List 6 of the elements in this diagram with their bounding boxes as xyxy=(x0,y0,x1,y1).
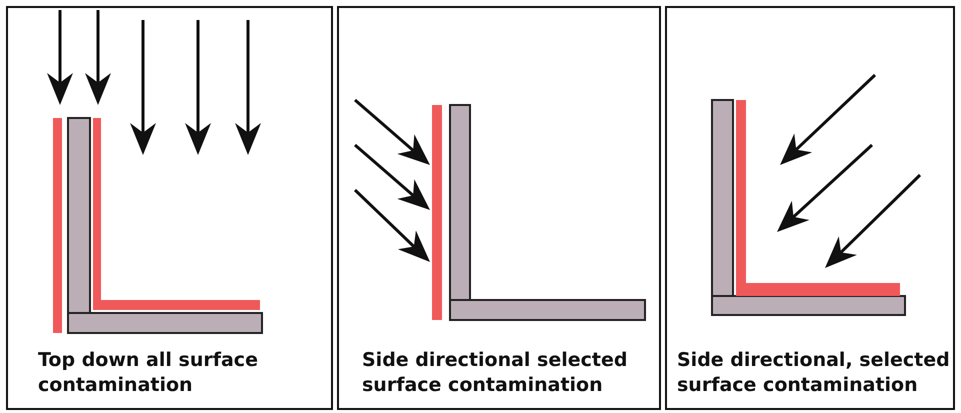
panel xyxy=(6,6,333,410)
panel xyxy=(665,6,955,410)
panel-caption: Side directional selected surface contamination xyxy=(362,348,628,398)
panel xyxy=(337,6,661,410)
panel-caption: Top down all surface contamination xyxy=(38,348,259,398)
panel-caption: Side directional, selected surface contamination xyxy=(677,348,951,398)
